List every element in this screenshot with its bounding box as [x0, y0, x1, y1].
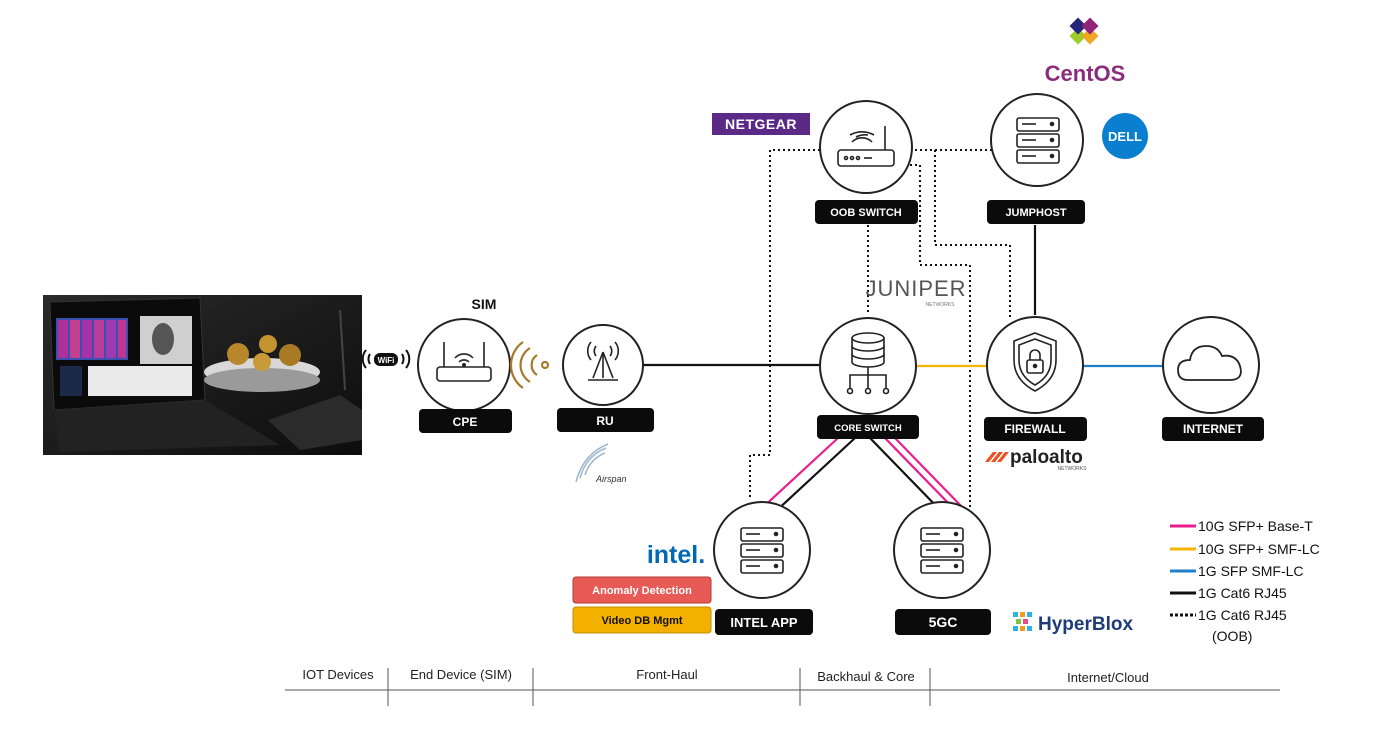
juniper-text: JUNIPER	[865, 276, 966, 301]
legend-label-1g-cat6: 1G Cat6 RJ45	[1198, 585, 1287, 601]
sim-label: SIM	[472, 296, 497, 312]
legend-label-1g-cat6-oob: 1G Cat6 RJ45	[1198, 607, 1287, 623]
cpe-node: SIM CPE	[417, 296, 512, 433]
video-db-badge	[572, 606, 712, 634]
fivegc-label: 5GC	[929, 614, 958, 630]
intel-app-label-bg	[715, 609, 813, 635]
oob-link-oob-firewall	[910, 149, 1011, 320]
intel-app-label: INTEL APP	[730, 615, 798, 630]
fivegc-label-bg	[895, 609, 991, 635]
airspan-logo: Airspan	[575, 443, 627, 484]
centos-text: CentOS	[1045, 61, 1126, 86]
link-pink-intelapp	[759, 437, 839, 511]
link-pink-5gc-b	[894, 437, 966, 511]
core-switch-label: CORE SWITCH	[834, 423, 902, 434]
legend-label-oob-suffix: (OOB)	[1212, 628, 1252, 644]
section-internet-cloud: Internet/Cloud	[1067, 670, 1149, 685]
cpe-label: CPE	[453, 415, 478, 429]
connections	[638, 149, 1163, 513]
ru-node: RU	[557, 324, 654, 432]
internet-circle	[1162, 316, 1260, 414]
jumphost-label-bg	[987, 200, 1085, 224]
server-icon	[740, 527, 784, 574]
link-pink-5gc-a	[884, 437, 956, 511]
firewall-label-bg	[984, 417, 1087, 441]
database-network-icon	[846, 332, 890, 395]
router-icon	[436, 342, 492, 382]
jumphost-node: CentOS DELL JUMPHOST	[987, 17, 1148, 224]
hyperblox-logo: HyperBlox	[1013, 612, 1133, 635]
anomaly-detection-label: Anomaly Detection	[592, 585, 692, 597]
paloalto-text: paloalto	[1010, 447, 1083, 468]
core-switch-node: JUNIPER NETWORKS CORE SWITCH	[817, 276, 966, 439]
iot-devices-photo	[43, 295, 362, 455]
section-iot-devices: IOT Devices	[302, 667, 374, 682]
dell-text: DELL	[1108, 129, 1142, 144]
ru-label-bg	[557, 408, 654, 432]
fivegc-node: 5GC HyperBlox	[893, 501, 1133, 635]
router-icon	[837, 126, 895, 167]
oob-link-oob-5gc	[900, 164, 971, 510]
radio-waves-icon	[509, 341, 550, 389]
oob-link-oob-intelapp	[749, 149, 820, 500]
intel-app-circle	[713, 501, 811, 599]
juniper-sub-text: NETWORKS	[926, 302, 956, 308]
section-end-device: End Device (SIM)	[410, 667, 512, 682]
core-switch-label-bg	[817, 415, 919, 439]
ru-label: RU	[596, 414, 613, 428]
link-core-intelapp	[774, 437, 856, 513]
server-icon	[1016, 117, 1060, 164]
antenna-icon	[586, 341, 620, 381]
cloud-icon	[1177, 345, 1242, 381]
centos-logo: CentOS	[1045, 17, 1126, 86]
jumphost-circle	[990, 93, 1084, 187]
intel-app-node: intel. Anomaly Detection Video DB Mgmt I…	[572, 501, 813, 635]
internet-label-bg	[1162, 417, 1264, 441]
netgear-logo	[712, 113, 810, 135]
oob-switch-label-bg	[815, 200, 918, 224]
core-switch-circle	[819, 317, 917, 415]
cpe-label-bg	[419, 409, 512, 433]
jumphost-label: JUMPHOST	[1005, 207, 1066, 219]
legend-label-10g-base-t: 10G SFP+ Base-T	[1198, 518, 1313, 534]
hyperblox-text: HyperBlox	[1038, 614, 1133, 635]
server-icon	[920, 527, 964, 574]
internet-node: INTERNET	[1162, 316, 1264, 441]
video-db-label: Video DB Mgmt	[601, 615, 682, 627]
oob-switch-circle	[819, 100, 913, 194]
wifi-label: WiFi	[378, 356, 395, 365]
netgear-text: NETGEAR	[725, 116, 797, 132]
section-backhaul-core: Backhaul & Core	[817, 669, 915, 684]
oob-switch-label: OOB SWITCH	[830, 207, 902, 219]
legend-label-10g-smf: 10G SFP+ SMF-LC	[1198, 541, 1320, 557]
intel-logo: intel.	[647, 541, 705, 569]
section-front-haul: Front-Haul	[636, 667, 698, 682]
shield-lock-icon	[1013, 332, 1057, 392]
legend-label-1g-smf: 1G SFP SMF-LC	[1198, 563, 1304, 579]
legend: 10G SFP+ Base-T 10G SFP+ SMF-LC 1G SFP S…	[1170, 518, 1320, 644]
firewall-label: FIREWALL	[1004, 422, 1065, 436]
section-bar: IOT Devices End Device (SIM) Front-Haul …	[285, 667, 1280, 706]
anomaly-detection-badge	[572, 576, 712, 604]
airspan-text: Airspan	[595, 474, 627, 484]
paloalto-logo: paloalto NETWORKS	[985, 447, 1087, 472]
fivegc-circle	[893, 501, 991, 599]
wifi-icon: WiFi	[361, 349, 411, 369]
dell-logo	[1102, 113, 1148, 159]
oob-switch-node: NETGEAR OOB SWITCH	[712, 100, 918, 224]
firewall-node: FIREWALL paloalto NETWORKS	[984, 316, 1087, 472]
link-core-5gc	[869, 437, 943, 513]
internet-label: INTERNET	[1183, 422, 1244, 436]
paloalto-sub-text: NETWORKS	[1058, 466, 1088, 472]
